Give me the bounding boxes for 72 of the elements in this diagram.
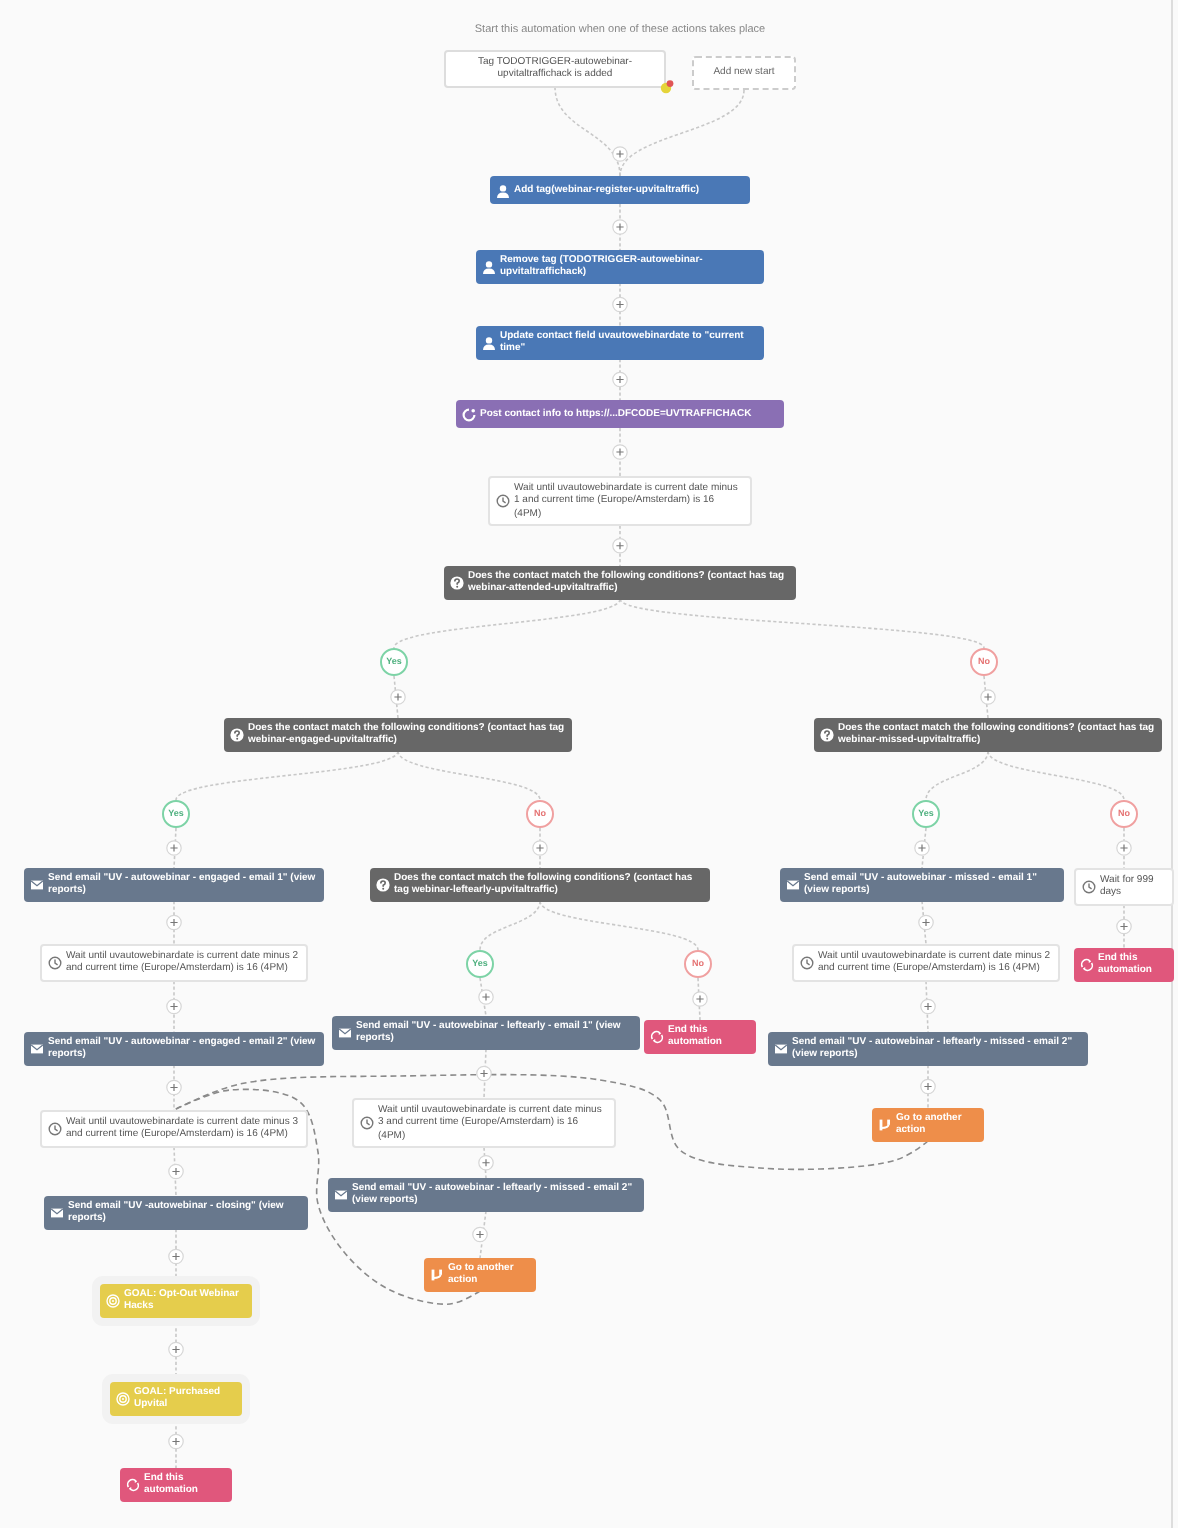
connector (925, 750, 989, 801)
connector (925, 980, 929, 1033)
action-box (490, 176, 750, 204)
email-box (328, 1178, 644, 1211)
email-box (44, 1196, 308, 1229)
action-box (476, 250, 764, 283)
connector (619, 598, 985, 649)
branch-circle (380, 648, 408, 676)
email-box (768, 1032, 1088, 1065)
connector (539, 900, 699, 951)
condition-box (224, 718, 572, 751)
goal-box (100, 1284, 252, 1317)
connector (173, 1146, 177, 1197)
condition-box (370, 868, 710, 901)
connector (479, 977, 487, 1017)
branch-circle (684, 950, 712, 978)
branch-circle (970, 648, 998, 676)
branch-circle (1110, 800, 1138, 828)
email-box (24, 1032, 324, 1065)
connector (393, 598, 621, 649)
jump-connector (173, 1073, 929, 1171)
connector (983, 675, 989, 719)
end-box (644, 1020, 756, 1053)
condition-box (444, 566, 796, 599)
connector (173, 1064, 175, 1111)
connector (987, 750, 1125, 801)
branch-circle (162, 800, 190, 828)
connector (173, 900, 175, 945)
condition-box (814, 718, 1162, 751)
connector (483, 1146, 487, 1179)
goto-box (424, 1258, 536, 1291)
connector (927, 1064, 929, 1109)
connector (921, 827, 927, 869)
goal-box (110, 1382, 242, 1415)
connector (1123, 904, 1125, 949)
add-start-box (692, 56, 796, 90)
goto-box (872, 1108, 984, 1141)
end-box (120, 1468, 232, 1501)
connector (479, 900, 541, 951)
connector (175, 750, 399, 801)
branch-circle (466, 950, 494, 978)
branch-circle (526, 800, 554, 828)
connector (619, 358, 621, 401)
branch-circle (912, 800, 940, 828)
wait-box (1074, 868, 1174, 905)
connector (173, 980, 175, 1033)
wait-box (488, 476, 752, 526)
action-box (476, 326, 764, 359)
connector (619, 524, 621, 567)
connector (619, 427, 621, 477)
email-box (780, 868, 1064, 901)
connector (539, 827, 541, 869)
connector (479, 1210, 487, 1259)
wait-box (352, 1098, 616, 1148)
connector (397, 750, 541, 801)
jump-connector (173, 1088, 481, 1305)
connector (619, 89, 745, 177)
connector (1123, 827, 1125, 869)
webhook-box (456, 400, 784, 428)
connector (697, 977, 701, 1021)
wait-box (40, 944, 308, 981)
connector (921, 900, 927, 945)
end-box (1074, 948, 1174, 981)
connector (393, 675, 399, 719)
connector (619, 282, 621, 327)
connector (173, 827, 177, 869)
email-box (332, 1016, 640, 1049)
connector (483, 1048, 487, 1099)
connector (554, 86, 621, 177)
wait-box (40, 1110, 308, 1147)
wait-box (792, 944, 1060, 981)
email-box (24, 868, 324, 901)
